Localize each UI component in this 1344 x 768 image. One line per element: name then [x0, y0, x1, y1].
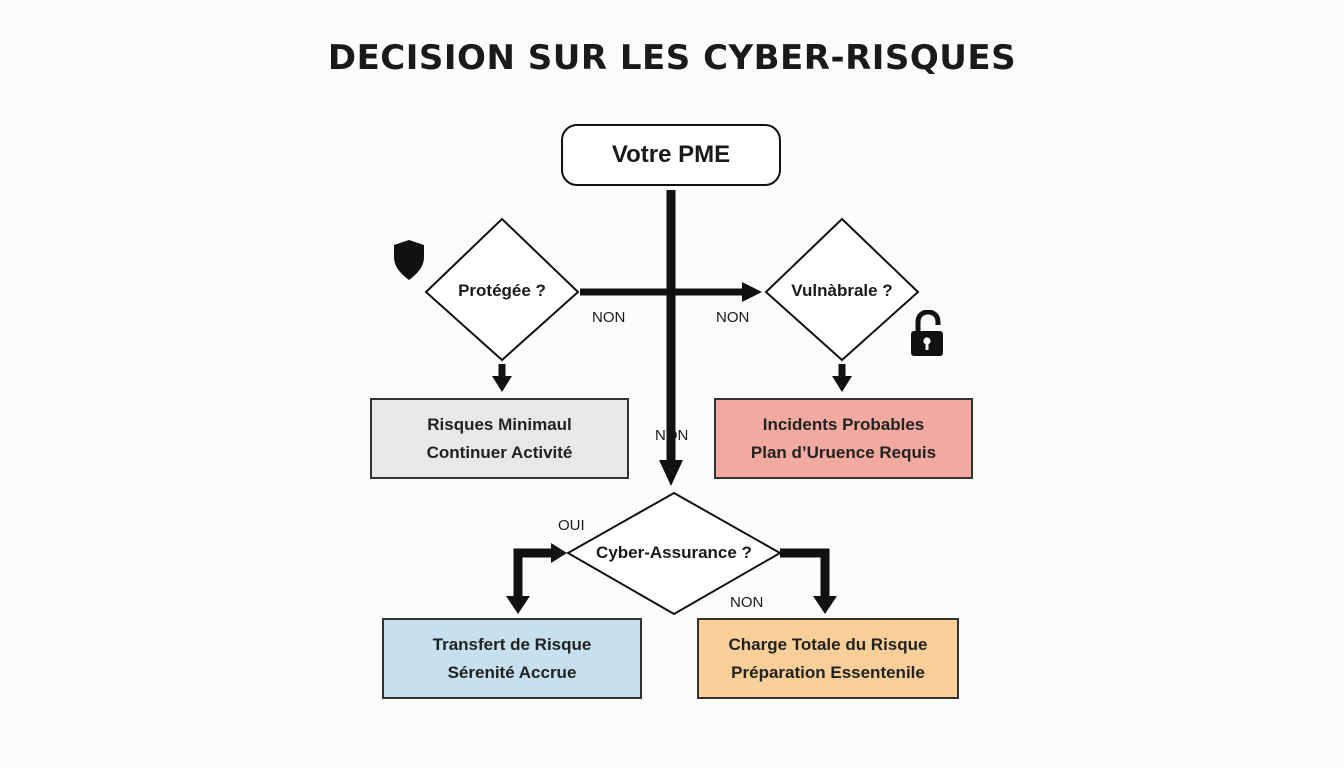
- outcome-total-risk: Charge Totale du Risque Préparation Esse…: [697, 618, 959, 699]
- vulnerable-arrowhead: [742, 282, 762, 302]
- outcome-probable-incidents: Incidents Probables Plan d’Uruence Requi…: [714, 398, 973, 479]
- start-node: Votre PME: [561, 124, 781, 186]
- trunk-arrowhead: [659, 460, 683, 486]
- outcome-incidents-line1: Incidents Probables: [762, 414, 925, 434]
- outcome-minimal-risk: Risques Minimaul Continuer Activité: [370, 398, 629, 479]
- oui-down-arrowhead: [506, 596, 530, 614]
- outcome-minimal-line1: Risques Minimaul: [427, 414, 572, 434]
- protected-question: Protégée ?: [458, 281, 546, 300]
- vulnerable-no-label: NON: [716, 309, 750, 326]
- oui-right-arrowhead: [551, 543, 567, 563]
- outcome-risk-transfer: Transfert de Risque Sérenité Accrue: [382, 618, 642, 699]
- shield-icon: [394, 240, 424, 280]
- insurance-no-label: NON: [730, 594, 764, 611]
- vulnerable-question: Vulnàbrale ?: [791, 281, 893, 300]
- outcome-transfer-line2: Sérenité Accrue: [447, 662, 577, 682]
- protected-no-label: NON: [592, 309, 626, 326]
- outcome-incidents-line2: Plan d’Uruence Requis: [750, 442, 937, 462]
- oui-path: [513, 548, 554, 598]
- outcome-charge-line2: Préparation Essentenile: [731, 662, 925, 682]
- insurance-question: Cyber-Assurance ?: [596, 543, 752, 562]
- insurance-diamond: [565, 491, 783, 616]
- vulnerable-down-arrowhead: [832, 376, 852, 392]
- outcome-minimal-line2: Continuer Activité: [426, 442, 573, 462]
- outcome-charge-line1: Charge Totale du Risque: [728, 634, 928, 654]
- outcome-transfer-line1: Transfert de Risque: [432, 634, 592, 654]
- non-down-arrowhead: [813, 596, 837, 614]
- unlocked-padlock-icon: [911, 310, 943, 356]
- insurance-yes-label: OUI: [558, 517, 585, 534]
- non-path: [780, 548, 830, 598]
- protected-diamond: [424, 217, 580, 362]
- center-no-label: NON: [655, 427, 689, 444]
- vulnerable-diamond: [764, 217, 920, 362]
- diagram-title: DECISION SUR LES CYBER-RISQUES: [327, 38, 1017, 78]
- protected-down-arrowhead: [492, 376, 512, 392]
